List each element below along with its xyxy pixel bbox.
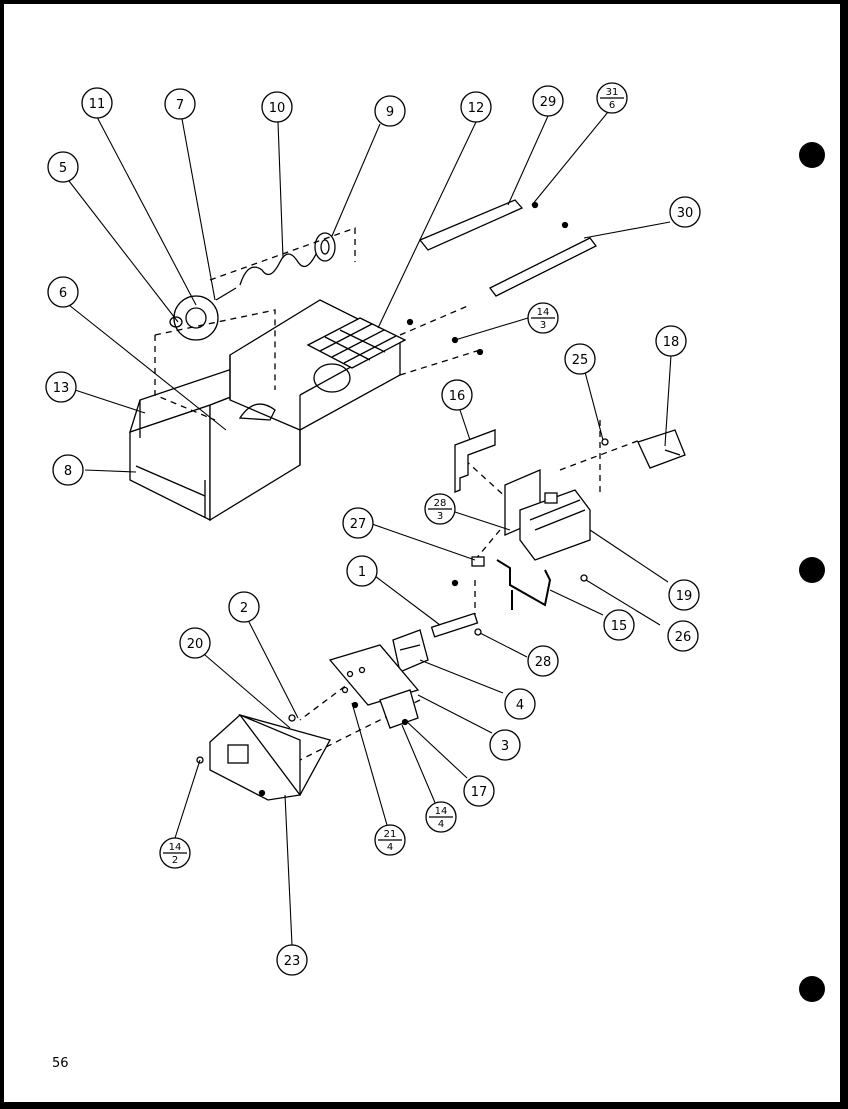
callout-25: 25	[564, 343, 596, 375]
callout-13-label: 13	[53, 381, 70, 396]
callout-28-3-top: 28	[434, 498, 447, 509]
callout-28-label: 28	[535, 655, 552, 670]
callout-14-2-top: 14	[169, 842, 182, 853]
callout-26: 26	[667, 620, 699, 652]
auger-motor-gear	[169, 287, 237, 341]
callout-10-label: 10	[269, 101, 286, 116]
callout-10: 10	[261, 91, 293, 123]
callout-14-3-top: 14	[537, 307, 550, 318]
callout-30-label: 30	[677, 206, 694, 221]
callout-8: 8	[52, 454, 84, 486]
callout-9-label: 9	[386, 105, 394, 120]
shutoff-arm	[496, 559, 552, 610]
ice-maker-assembly	[454, 429, 609, 561]
callout-31-6-top: 31	[606, 87, 619, 98]
callout-2: 2	[228, 591, 260, 623]
callout-14-2-bottom: 2	[172, 855, 178, 866]
callout-14-2: 14 2	[159, 837, 191, 869]
callout-29-label: 29	[540, 95, 557, 110]
callout-30: 30	[669, 196, 701, 228]
callout-20-label: 20	[187, 637, 204, 652]
bearing-ring	[314, 232, 336, 262]
callout-14-4-bottom: 4	[438, 819, 444, 830]
binder-hole-1	[799, 142, 825, 168]
callout-12-label: 12	[468, 101, 485, 116]
callout-7: 7	[164, 88, 196, 120]
callout-3-label: 3	[501, 739, 509, 754]
callout-20: 20	[179, 627, 211, 659]
callout-19: 19	[668, 579, 700, 611]
callout-14-4: 14 4	[425, 801, 457, 833]
paper-sheet	[4, 4, 840, 1102]
callout-31-6-bottom: 6	[609, 100, 615, 111]
callout-21-4: 21 4	[374, 824, 406, 856]
callout-23: 23	[276, 944, 308, 976]
callout-29: 29	[532, 85, 564, 117]
callout-15: 15	[603, 609, 635, 641]
callout-13: 13	[45, 371, 77, 403]
callout-21-4-bottom: 4	[387, 842, 393, 853]
callout-16: 16	[441, 379, 473, 411]
callout-6: 6	[47, 276, 79, 308]
control-box-assembly	[328, 629, 429, 729]
callout-4: 4	[504, 688, 536, 720]
auger-spring	[239, 253, 317, 286]
callout-6-label: 6	[59, 286, 67, 301]
thermostat-bracket	[637, 429, 686, 469]
callout-15-label: 15	[611, 619, 628, 634]
callout-16-label: 16	[449, 389, 466, 404]
callout-23-label: 23	[284, 954, 301, 969]
callout-7-label: 7	[176, 98, 184, 113]
callout-27: 27	[342, 507, 374, 539]
callout-28: 28	[527, 645, 559, 677]
callout-21-4-top: 21	[384, 829, 397, 840]
callout-17: 17	[463, 775, 495, 807]
callout-31-6: 31 6	[596, 82, 628, 114]
callout-11-label: 11	[89, 97, 106, 112]
callout-18: 18	[655, 325, 687, 357]
callout-28-3-bottom: 3	[437, 511, 443, 522]
callout-19-label: 19	[676, 589, 693, 604]
callout-1-label: 1	[358, 565, 366, 580]
callout-2-label: 2	[240, 601, 248, 616]
small-hardware	[430, 556, 588, 638]
callout-3: 3	[489, 729, 521, 761]
control-cover	[196, 713, 331, 801]
callout-11: 11	[81, 87, 113, 119]
callout-14-3: 14 3	[527, 302, 559, 334]
ice-bin-housing	[128, 299, 401, 522]
callout-25-label: 25	[572, 353, 589, 368]
callout-17-label: 17	[471, 785, 488, 800]
callout-28-3: 28 3	[424, 493, 456, 525]
binder-hole-3	[799, 976, 825, 1002]
callout-4-label: 4	[516, 698, 524, 713]
callout-26-label: 26	[675, 630, 692, 645]
callout-5-label: 5	[59, 161, 67, 176]
callout-27-label: 27	[350, 517, 367, 532]
ice-cube-tray	[306, 317, 407, 393]
callout-5: 5	[47, 151, 79, 183]
callout-14-4-top: 14	[435, 806, 448, 817]
callout-18-label: 18	[663, 335, 680, 350]
leader-lines	[68, 111, 672, 946]
binder-hole-2	[799, 557, 825, 583]
callout-9: 9	[374, 95, 406, 127]
bin-rails	[406, 199, 597, 356]
callout-8-label: 8	[64, 464, 72, 479]
callout-14-3-bottom: 3	[540, 320, 546, 331]
callout-1: 1	[346, 555, 378, 587]
page-number: 56	[52, 1056, 69, 1071]
callout-12: 12	[460, 91, 492, 123]
